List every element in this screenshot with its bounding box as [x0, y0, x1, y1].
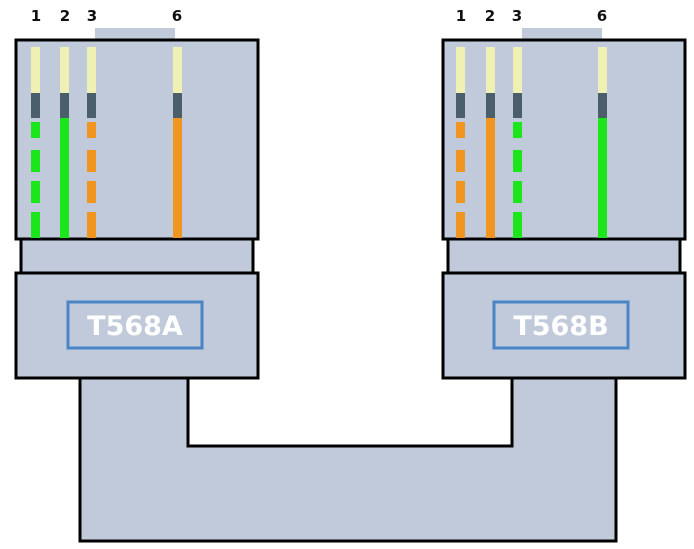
wire-pin-3: [87, 47, 96, 238]
connector-t568b: T568B 1 2 3 6: [441, 7, 687, 380]
connector-label: T568A: [87, 311, 183, 342]
plug-neck: [19, 237, 255, 275]
pin-number-3: 3: [512, 7, 522, 25]
wire-pin-6: [173, 47, 182, 238]
pin-number-2: 2: [60, 7, 70, 25]
wire-pin-2: [486, 47, 495, 238]
label-box: [492, 300, 630, 350]
wire-pin-1: [31, 47, 40, 238]
pin-number-1: 1: [456, 7, 466, 25]
pin-number-1: 1: [31, 7, 41, 25]
cable: [78, 375, 618, 543]
pin-number-6: 6: [172, 7, 182, 25]
latch-tab: [95, 28, 175, 40]
plug-neck: [446, 237, 682, 275]
plug-contact-housing: [14, 38, 260, 241]
pin-number-2: 2: [485, 7, 495, 25]
pin-number-3: 3: [87, 7, 97, 25]
plug-body: [14, 271, 260, 380]
wire-pin-3: [513, 47, 522, 238]
wire-pin-6: [598, 47, 607, 238]
connector-label: T568B: [513, 311, 608, 342]
plug-body: [441, 271, 687, 380]
wire-pin-2: [60, 47, 69, 238]
pin-number-6: 6: [597, 7, 607, 25]
connector-t568a: T568A 1 2 3 6: [14, 7, 260, 380]
plug-contact-housing: [441, 38, 687, 241]
latch-tab: [522, 28, 602, 40]
wire-pin-1: [456, 47, 465, 238]
label-box: [66, 300, 204, 350]
